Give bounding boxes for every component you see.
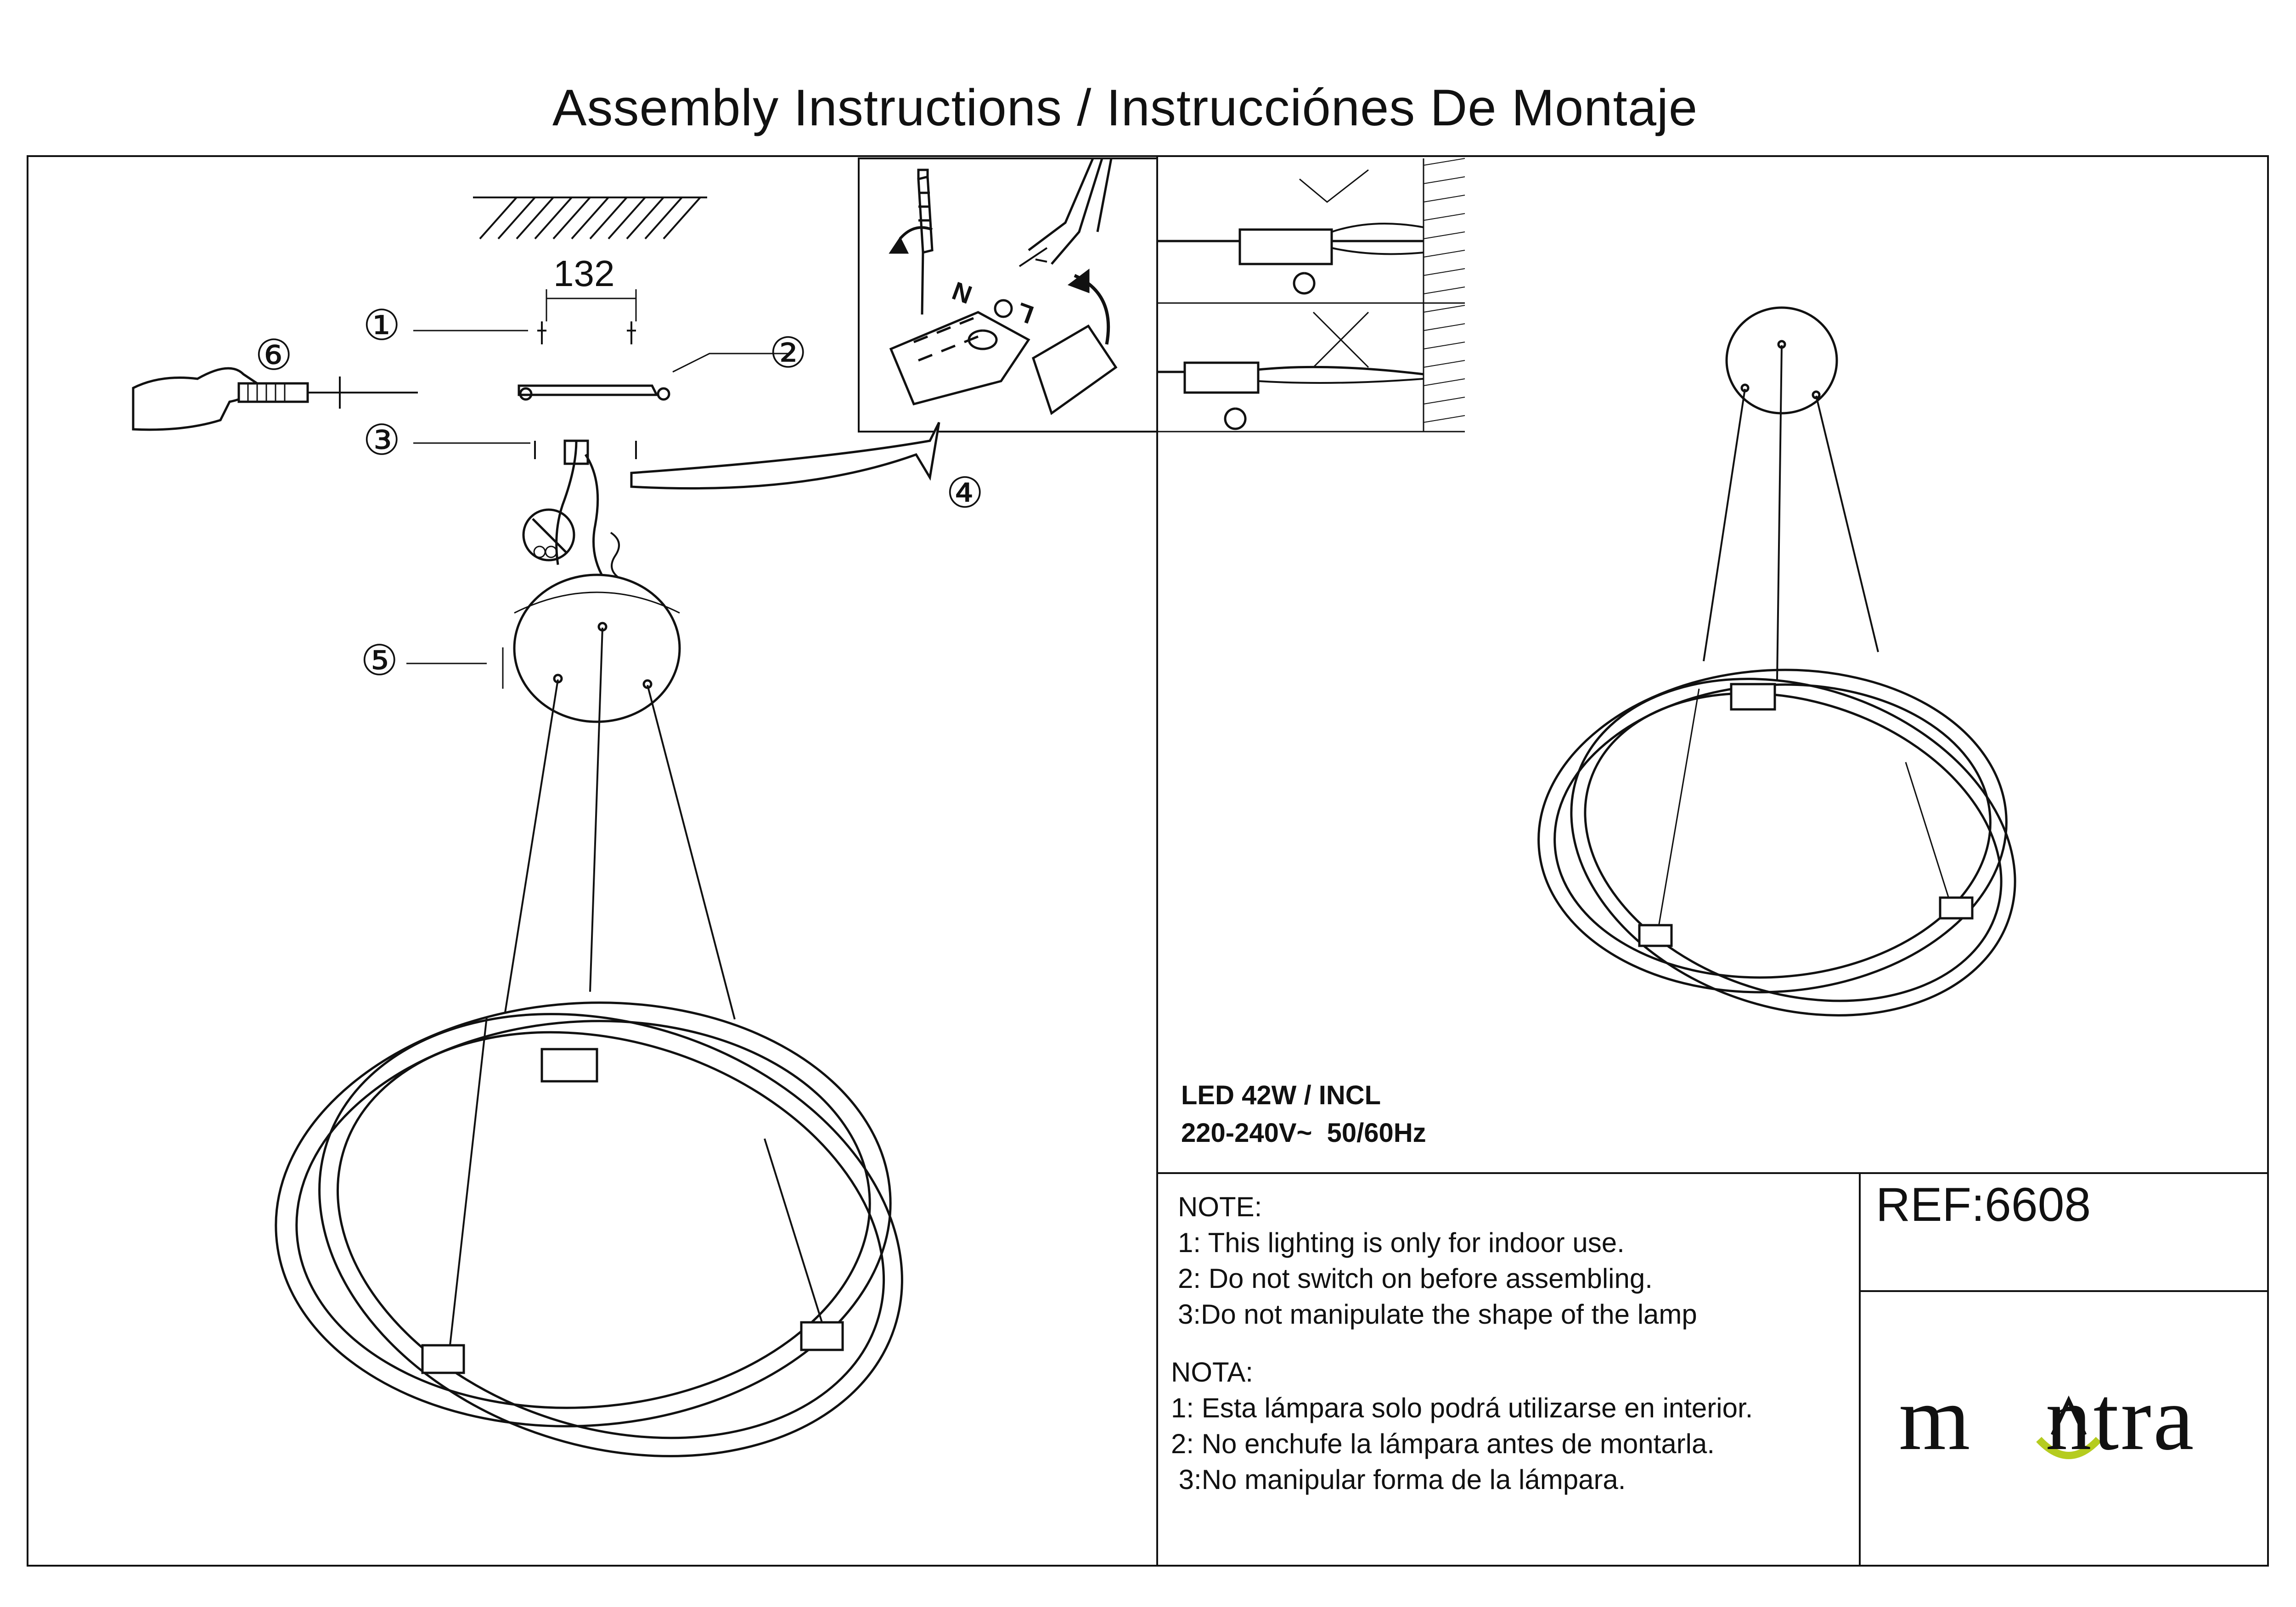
brand-logo-m: m — [1899, 1368, 1972, 1469]
page-title: Assembly Instructions / Instrucciónes De… — [552, 79, 1698, 136]
document-frame — [27, 155, 2269, 1567]
brand-logo-ntra: ntra — [2045, 1368, 2196, 1469]
power-spec: LED 42W / INCL 220-240V~ 50/60Hz — [1181, 1077, 1426, 1152]
step-label-2: ② — [769, 330, 807, 376]
suspension-cables-left — [449, 627, 823, 1346]
assembled-lamp-right — [1537, 306, 2016, 1017]
note-item: 2: No enchufe la lámpara antes de montar… — [1171, 1428, 1715, 1459]
step-label-3: ③ — [363, 417, 401, 464]
notes-english: NOTE: 1: This lighting is only for indoo… — [1178, 1189, 1697, 1332]
note-item: 1: This lighting is only for indoor use. — [1178, 1227, 1625, 1258]
dimension-label: 132 — [553, 253, 615, 294]
wiring-detail — [889, 158, 1118, 416]
ceiling — [473, 197, 707, 240]
leader-lines — [406, 330, 790, 689]
dimension-132 — [546, 289, 637, 321]
step-label-5: ⑤ — [360, 637, 399, 684]
spec-wattage: LED 42W / INCL — [1181, 1080, 1381, 1110]
no-cut-symbol — [522, 508, 575, 562]
notes-spanish: NOTA: 1: Esta lámpara solo podrá utiliza… — [1171, 1354, 1753, 1498]
spec-voltage: 220-240V~ 50/60Hz — [1181, 1118, 1426, 1148]
bracket — [518, 321, 670, 579]
canopy-left — [513, 573, 681, 723]
note-item: 3:No manipular forma de la lámpara. — [1171, 1464, 1626, 1495]
step-label-4: ④ — [946, 470, 984, 517]
note-item: 1: Esta lámpara solo podrá utilizarse en… — [1171, 1393, 1753, 1423]
step-label-6: ⑥ — [255, 332, 293, 379]
arrow-to-wiring — [630, 421, 940, 490]
reference-number: REF:6608 — [1876, 1178, 2091, 1231]
wall-hatch — [1423, 158, 1465, 423]
step-label-1: ① — [363, 302, 401, 349]
connector-wrong — [1157, 311, 1424, 430]
lamp-rings-left — [275, 1001, 903, 1457]
hand-screwdriver — [132, 367, 418, 431]
note-item: 3:Do not manipulate the shape of the lam… — [1178, 1299, 1697, 1330]
note-item: 2: Do not switch on before assembling. — [1178, 1263, 1653, 1294]
notes-heading: NOTE: — [1178, 1191, 1262, 1222]
notes-heading: NOTA: — [1171, 1357, 1253, 1388]
logo-accent — [2036, 1395, 2101, 1459]
connector-correct — [1157, 169, 1424, 295]
